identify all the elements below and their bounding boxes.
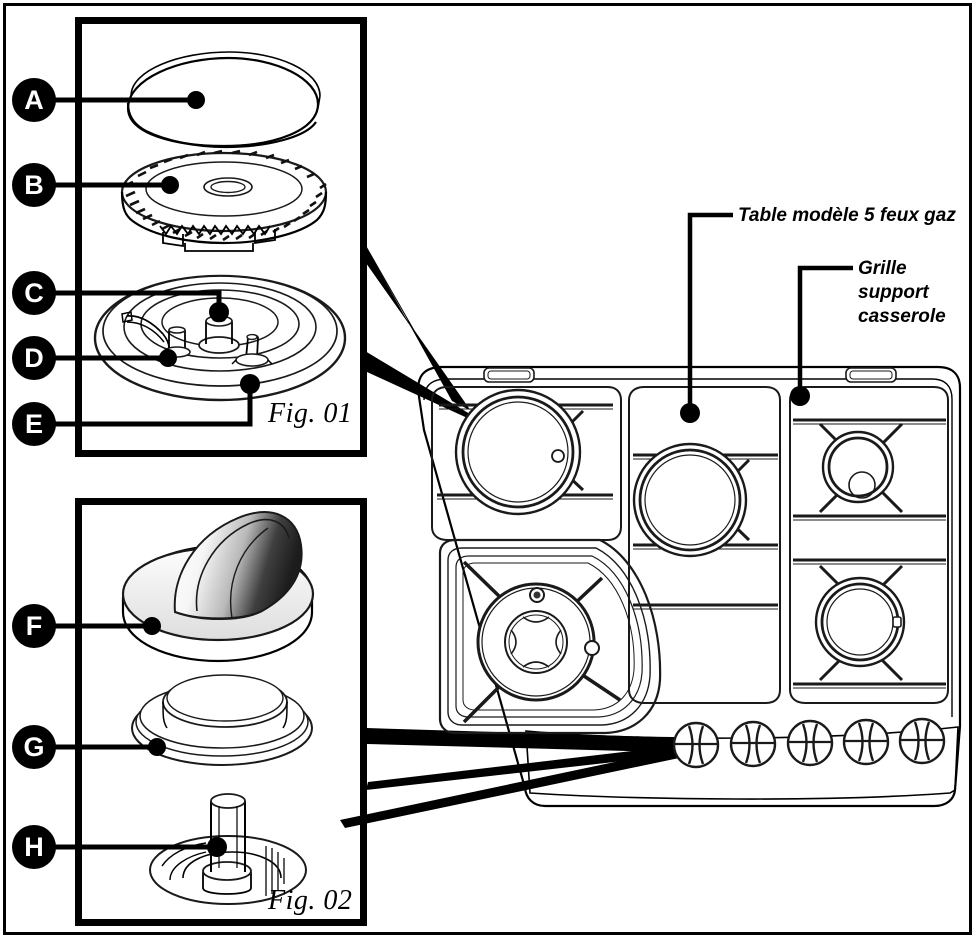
control-knob-3[interactable] xyxy=(786,719,834,767)
figure-box-fig02 xyxy=(75,498,367,926)
burner-rear-center xyxy=(632,442,748,558)
part-badge-h: H xyxy=(12,825,56,869)
part-badge-d: D xyxy=(12,336,56,380)
fig01-leader-lines xyxy=(48,91,260,427)
callout-label-grate: Grille support casserole xyxy=(858,258,946,327)
part-h-valve-spindle xyxy=(149,793,307,905)
part-badge-f: F xyxy=(12,604,56,648)
part-badge-a: A xyxy=(12,78,56,122)
fig02-leader-lines xyxy=(48,617,227,857)
figure-label-fig02: Fig. 02 xyxy=(268,885,353,916)
control-knob-5[interactable] xyxy=(898,717,946,765)
pointer-wedge-fig02-lower xyxy=(340,728,703,828)
burner-front-right xyxy=(814,576,906,668)
callout-label-cooktop: Table modèle 5 feux gaz xyxy=(738,205,956,226)
part-e-spark-electrode xyxy=(231,333,273,367)
burner-rear-left xyxy=(454,388,582,516)
cooktop-control-knobs[interactable] xyxy=(672,717,946,769)
control-knob-2[interactable] xyxy=(729,720,777,768)
part-g-bezel-ring xyxy=(131,674,313,766)
figure-label-fig01: Fig. 01 xyxy=(268,398,353,429)
part-badge-c: C xyxy=(12,271,56,315)
cooktop-rear-vents xyxy=(483,367,897,383)
grate-front-left-wok xyxy=(438,538,662,735)
callout-leader-cooktop xyxy=(680,212,733,423)
part-badge-e: E xyxy=(12,402,56,446)
fig01-artwork xyxy=(48,51,347,427)
cooktop-artwork xyxy=(416,212,962,808)
page-border xyxy=(3,3,972,935)
burner-rear-right xyxy=(821,430,895,504)
part-badge-g: G xyxy=(12,725,56,769)
control-knob-1[interactable] xyxy=(672,721,720,769)
control-knob-4[interactable] xyxy=(842,718,890,766)
figure-box-fig01 xyxy=(75,17,367,457)
part-badge-b: B xyxy=(12,163,56,207)
fig02-artwork xyxy=(48,511,315,905)
part-b-burner-crown xyxy=(120,149,328,252)
part-f-control-knob xyxy=(121,511,315,663)
part-base-assembly xyxy=(93,274,347,402)
callout-leader-grate xyxy=(790,265,853,406)
